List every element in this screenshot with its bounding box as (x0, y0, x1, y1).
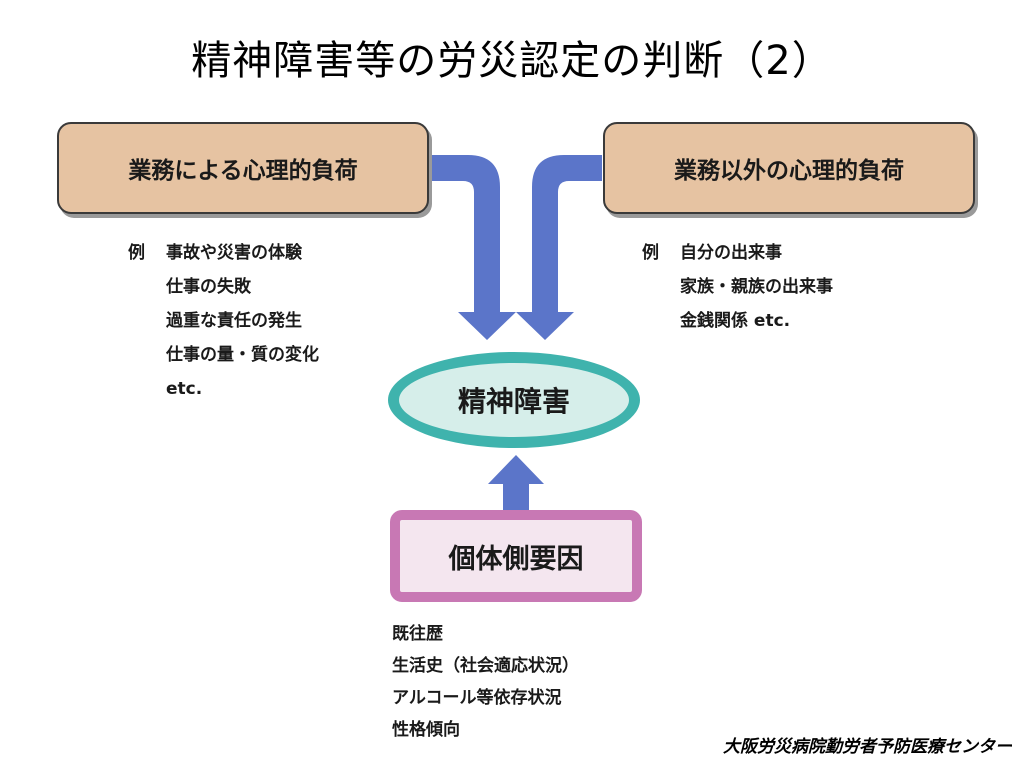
factor-item: 既往歴 (392, 624, 443, 644)
arrow-individual-to-disorder (488, 455, 544, 512)
example-item: 家族・親族の出来事 (680, 277, 833, 297)
work-stress-examples: 例 事故や災害の体験 仕事の失敗 過重な責任の発生 仕事の量・質の変化 etc. (128, 236, 319, 406)
example-prefix: 例 (128, 243, 145, 263)
page-title: 精神障害等の労災認定の判断（2） (191, 38, 833, 84)
factor-item: 性格傾向 (392, 720, 460, 740)
work-stress-box: 業務による心理的負荷 (57, 122, 429, 214)
arrow-nonwork-to-disorder (516, 155, 602, 340)
nonwork-stress-box: 業務以外の心理的負荷 (603, 122, 975, 214)
mental-disorder-node: 精神障害 (388, 352, 640, 448)
factor-item: 生活史（社会適応状況） (392, 656, 579, 676)
example-item: 自分の出来事 (680, 243, 782, 263)
example-item: 過重な責任の発生 (166, 311, 302, 331)
individual-factors-list: 既往歴 生活史（社会適応状況） アルコール等依存状況 性格傾向 (392, 618, 579, 746)
example-item: 仕事の量・質の変化 (166, 345, 319, 365)
example-item: etc. (166, 379, 203, 399)
example-item: 事故や災害の体験 (166, 243, 302, 263)
footer-organization: 大阪労災病院勤労者予防医療センター (723, 737, 1012, 757)
example-item: 金銭関係 etc. (680, 311, 791, 331)
individual-factors-box: 個体側要因 (390, 510, 642, 602)
example-prefix: 例 (642, 243, 659, 263)
factor-item: アルコール等依存状況 (392, 688, 562, 708)
arrow-work-to-disorder (430, 155, 516, 340)
nonwork-stress-examples: 例 自分の出来事 家族・親族の出来事 金銭関係 etc. (642, 236, 833, 338)
example-item: 仕事の失敗 (166, 277, 251, 297)
